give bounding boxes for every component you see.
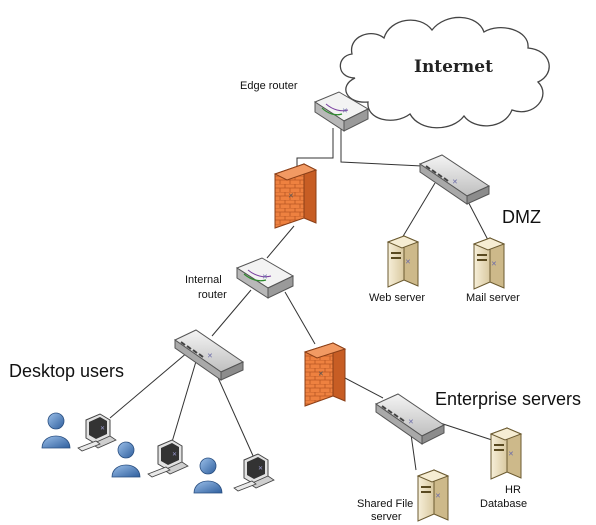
web-server: ✕ bbox=[386, 235, 420, 288]
workstation-icon: ✕ bbox=[77, 413, 117, 452]
desktop-user-2: ✕ bbox=[111, 439, 189, 478]
enterprise-switch: ✕ bbox=[374, 393, 445, 445]
firewall-bottom: ✕ bbox=[303, 342, 347, 407]
enterprise-servers-label: Enterprise servers bbox=[435, 389, 582, 409]
svg-text:✕: ✕ bbox=[435, 492, 441, 500]
internal-router: ✕ bbox=[235, 257, 295, 299]
svg-text:✕: ✕ bbox=[207, 352, 213, 360]
svg-text:✕: ✕ bbox=[258, 465, 263, 472]
desktop-user-1: ✕ bbox=[41, 412, 117, 452]
link-firewall-enterprise-switch bbox=[344, 377, 384, 399]
svg-text:✕: ✕ bbox=[172, 451, 177, 458]
svg-text:✕: ✕ bbox=[100, 425, 105, 432]
desktop-users-label: Desktop users bbox=[9, 361, 125, 381]
link-enterprise-switch-hr-db bbox=[433, 420, 493, 441]
link-firewall-internal-router bbox=[266, 225, 295, 259]
user-icon bbox=[193, 457, 223, 494]
link-dmz-switch-web-server bbox=[401, 182, 436, 239]
workstation-icon: ✕ bbox=[233, 453, 275, 492]
web-server-label: Web server bbox=[369, 292, 426, 304]
mail-server-label: Mail server bbox=[466, 292, 520, 304]
link-edge-router-firewall bbox=[296, 128, 334, 166]
svg-text:✕: ✕ bbox=[491, 260, 497, 268]
internal-router-label-line2: router bbox=[198, 289, 227, 301]
svg-text:✕: ✕ bbox=[342, 107, 348, 115]
svg-text:✕: ✕ bbox=[262, 273, 268, 281]
edge-router: ✕ bbox=[313, 91, 370, 132]
internet-cloud bbox=[339, 16, 550, 129]
svg-text:✕: ✕ bbox=[318, 370, 324, 378]
svg-text:✕: ✕ bbox=[405, 258, 411, 266]
edge-router-label: Edge router bbox=[240, 80, 298, 92]
link-internal-router-firewall bbox=[284, 291, 316, 345]
cloud-icon bbox=[339, 16, 550, 129]
desktop-switch: ✕ bbox=[174, 329, 245, 381]
svg-text:✕: ✕ bbox=[288, 192, 294, 200]
svg-text:✕: ✕ bbox=[508, 450, 514, 458]
shared-file-server-label-line2: server bbox=[371, 511, 402, 523]
internet-label: Internet bbox=[414, 57, 493, 77]
shared-file-server: ✕ bbox=[416, 469, 450, 522]
link-edge-router-dmz-switch bbox=[340, 128, 423, 167]
workstation-icon: ✕ bbox=[147, 439, 189, 478]
hr-database-label-line1: HR bbox=[505, 484, 521, 496]
svg-text:✕: ✕ bbox=[408, 418, 414, 426]
desktop-user-3: ✕ bbox=[193, 453, 275, 494]
mail-server: ✕ bbox=[472, 237, 506, 290]
dmz-switch: ✕ bbox=[418, 154, 491, 205]
link-desktop-switch-pc2 bbox=[171, 357, 198, 443]
dmz-label: DMZ bbox=[502, 207, 541, 227]
link-internal-router-desktop-switch bbox=[211, 289, 252, 337]
user-icon bbox=[111, 441, 141, 478]
link-desktop-switch-pc1 bbox=[109, 351, 189, 419]
svg-text:✕: ✕ bbox=[452, 178, 458, 186]
user-icon bbox=[41, 412, 71, 449]
hr-database-server: ✕ bbox=[489, 427, 523, 480]
firewall-top: ✕ bbox=[273, 163, 318, 229]
shared-file-server-label-line1: Shared File bbox=[357, 498, 414, 510]
hr-database-label-line2: Database bbox=[480, 498, 528, 510]
internal-router-label-line1: Internal bbox=[185, 274, 222, 286]
